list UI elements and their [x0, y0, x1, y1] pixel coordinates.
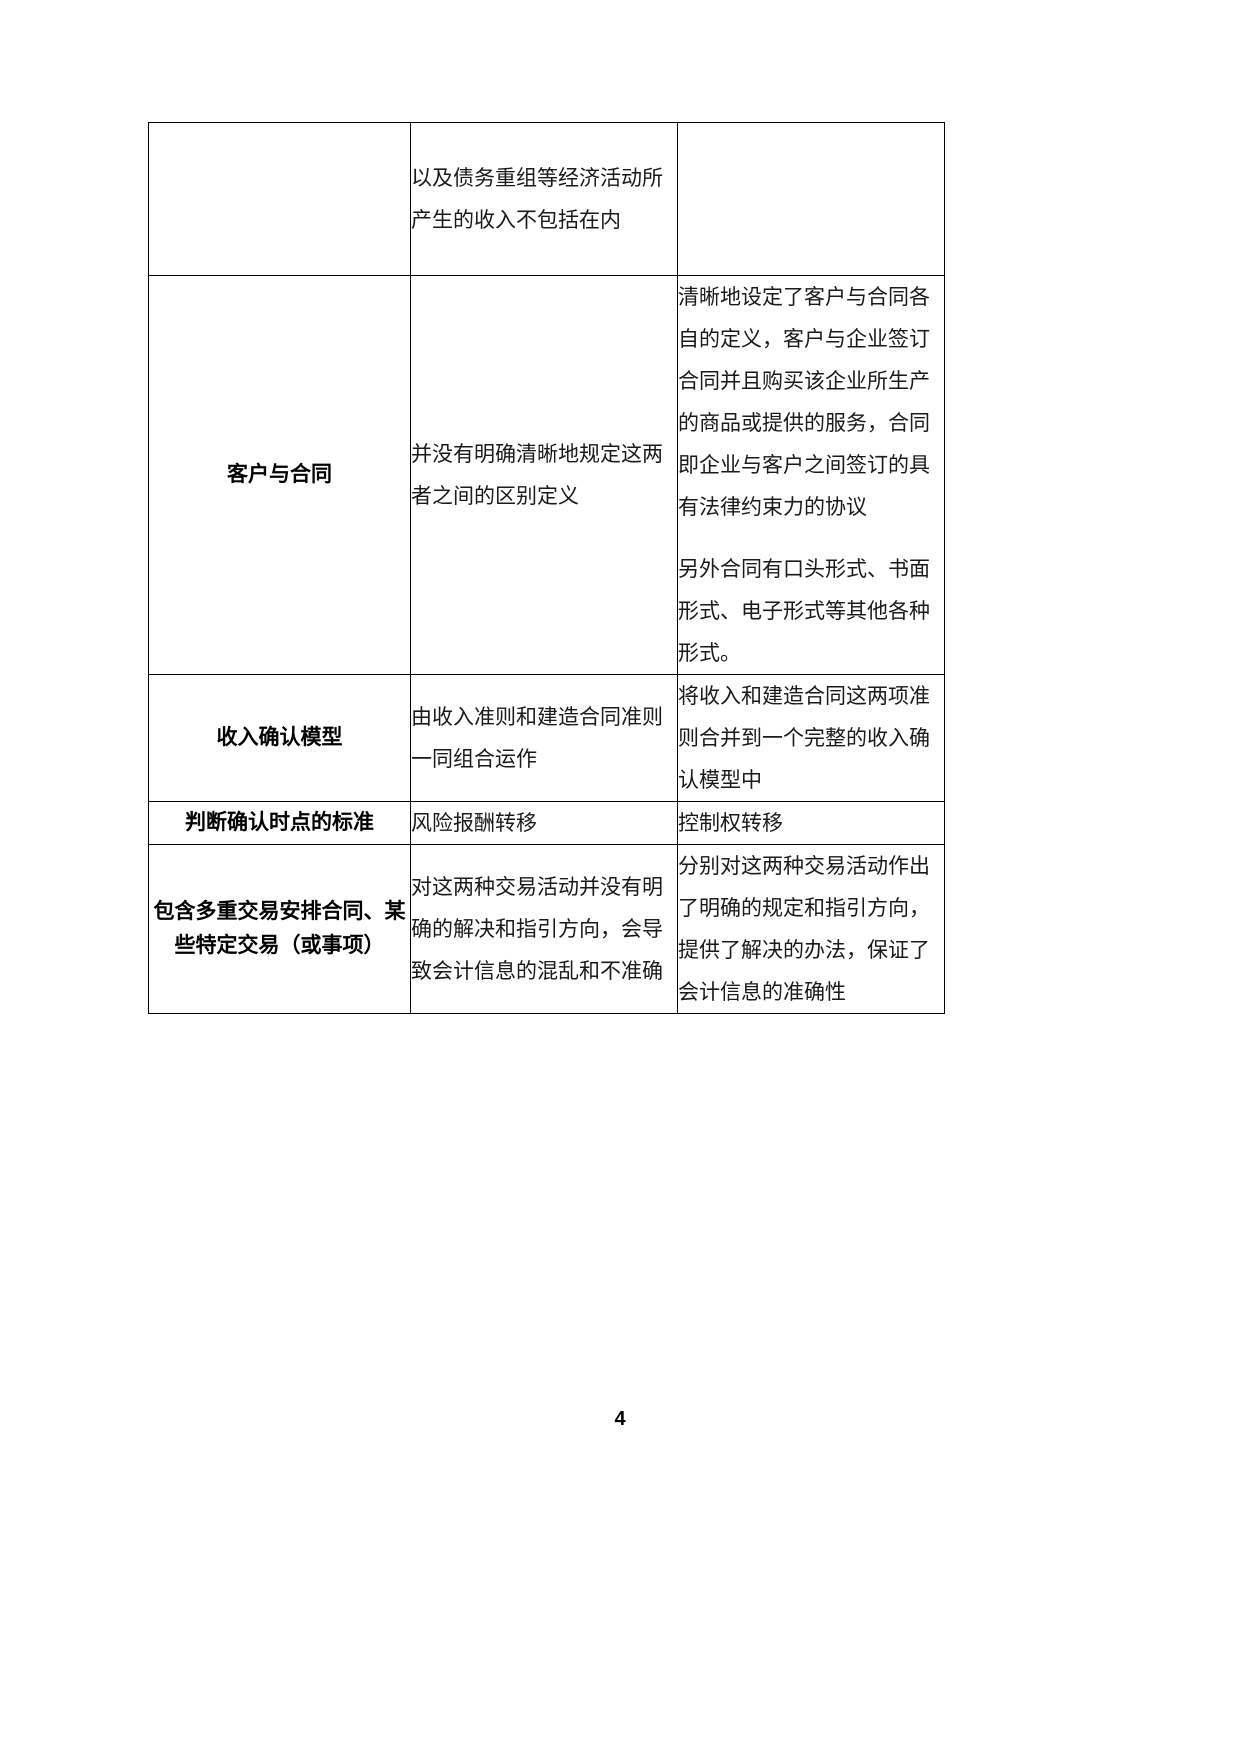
row-new-standard-cell: 将收入和建造合同这两项准则合并到一个完整的收入确认模型中	[677, 674, 945, 802]
row-old-standard-cell: 并没有明确清晰地规定这两者之间的区别定义	[410, 275, 678, 675]
row-new-standard-cell	[677, 122, 945, 276]
row-old-standard-cell: 对这两种交易活动并没有明确的解决和指引方向，会导致会计信息的混乱和不准确	[410, 844, 678, 1014]
paragraph: 以及债务重组等经济活动所产生的收入不包括在内	[411, 166, 663, 232]
paragraph: 对这两种交易活动并没有明确的解决和指引方向，会导致会计信息的混乱和不准确	[411, 875, 663, 983]
row-label-cell	[148, 122, 411, 276]
row-label: 客户与合同	[227, 462, 332, 486]
paragraph: 将收入和建造合同这两项准则合并到一个完整的收入确认模型中	[678, 684, 930, 792]
paragraph: 风险报酬转移	[411, 811, 537, 835]
paragraph: 另外合同有口头形式、书面形式、电子形式等其他各种形式。	[678, 557, 930, 665]
paragraph: 控制权转移	[678, 811, 783, 835]
row-label: 收入确认模型	[216, 725, 343, 749]
comparison-table: 以及债务重组等经济活动所产生的收入不包括在内 客户与合同 并没有明确清晰地规定这…	[148, 122, 945, 1014]
row-new-standard-cell: 控制权转移	[677, 801, 945, 845]
row-old-standard-cell: 以及债务重组等经济活动所产生的收入不包括在内	[410, 122, 678, 276]
table-row: 以及债务重组等经济活动所产生的收入不包括在内	[148, 122, 945, 276]
table-row: 收入确认模型 由收入准则和建造合同准则一同组合运作 将收入和建造合同这两项准则合…	[148, 674, 945, 802]
table-row: 包含多重交易安排合同、某些特定交易（或事项） 对这两种交易活动并没有明确的解决和…	[148, 844, 945, 1014]
row-label-cell: 收入确认模型	[148, 674, 411, 802]
table-row: 客户与合同 并没有明确清晰地规定这两者之间的区别定义 清晰地设定了客户与合同各自…	[148, 275, 945, 675]
paragraph: 并没有明确清晰地规定这两者之间的区别定义	[411, 442, 663, 508]
row-new-standard-cell: 清晰地设定了客户与合同各自的定义，客户与企业签订合同并且购买该企业所生产的商品或…	[677, 275, 945, 675]
row-label: 判断确认时点的标准	[185, 810, 374, 834]
page-number: 4	[614, 1408, 626, 1430]
row-old-standard-cell: 由收入准则和建造合同准则一同组合运作	[410, 674, 678, 802]
row-label: 包含多重交易安排合同、某些特定交易（或事项）	[153, 899, 406, 957]
row-old-standard-cell: 风险报酬转移	[410, 801, 678, 845]
comparison-table-container: 以及债务重组等经济活动所产生的收入不包括在内 客户与合同 并没有明确清晰地规定这…	[148, 122, 945, 1014]
table-row: 判断确认时点的标准 风险报酬转移 控制权转移	[148, 801, 945, 845]
paragraph: 分别对这两种交易活动作出了明确的规定和指引方向，提供了解决的办法，保证了会计信息…	[678, 854, 930, 1004]
paragraph: 清晰地设定了客户与合同各自的定义，客户与企业签订合同并且购买该企业所生产的商品或…	[678, 285, 930, 519]
row-label-cell: 判断确认时点的标准	[148, 801, 411, 845]
row-label-cell: 包含多重交易安排合同、某些特定交易（或事项）	[148, 844, 411, 1014]
paragraph: 由收入准则和建造合同准则一同组合运作	[411, 705, 663, 771]
row-label-cell: 客户与合同	[148, 275, 411, 675]
row-new-standard-cell: 分别对这两种交易活动作出了明确的规定和指引方向，提供了解决的办法，保证了会计信息…	[677, 844, 945, 1014]
